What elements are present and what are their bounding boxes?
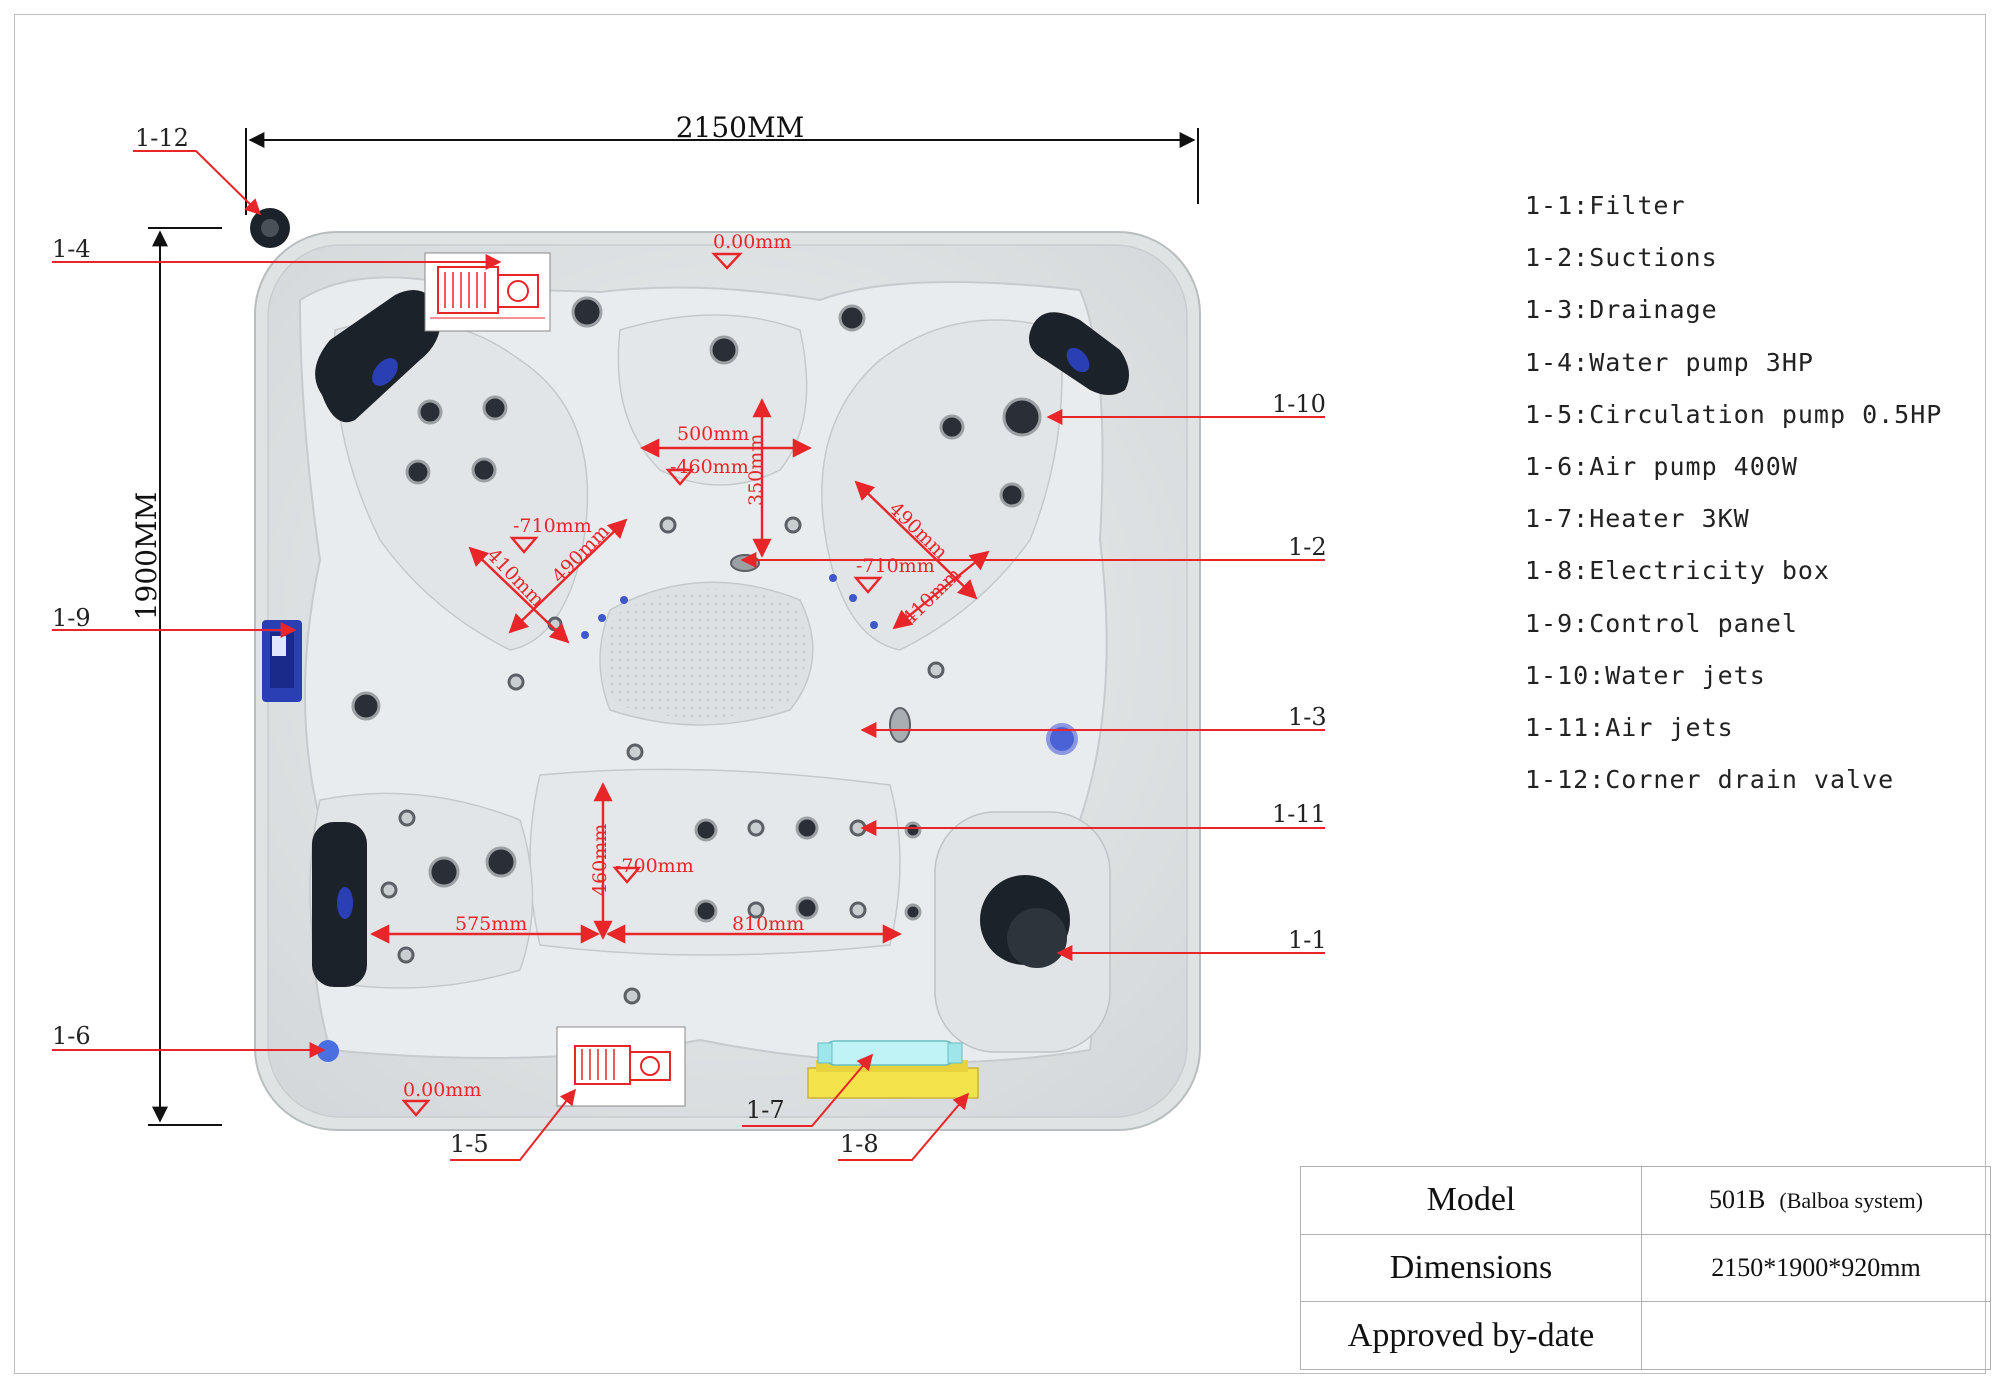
spec-table: Model 501B (Balboa system) Dimensions 215… bbox=[1300, 1166, 1991, 1370]
blue-jet-right bbox=[1046, 723, 1078, 755]
dimensions-value: 2150*1900*920mm bbox=[1641, 1233, 1991, 1303]
height-label: 1900MM bbox=[130, 492, 163, 621]
left-seat-step-label: -710mm bbox=[513, 515, 592, 537]
model-label: Model bbox=[1300, 1166, 1642, 1235]
back-depth-label: 350mm bbox=[745, 434, 767, 506]
headrest-right bbox=[1029, 312, 1129, 395]
level-label-bottom: 0.00mm bbox=[403, 1079, 481, 1101]
approved-label: Approved by-date bbox=[1300, 1301, 1642, 1370]
legend-item: 1-4:Water pump 3HP bbox=[1525, 347, 1814, 377]
heater bbox=[817, 1040, 963, 1066]
callout-1-7: 1-7 bbox=[746, 1096, 785, 1124]
model-value-cell: 501B (Balboa system) bbox=[1641, 1166, 1991, 1235]
legend-item: 1-12:Corner drain valve bbox=[1525, 765, 1895, 795]
back-width-label: 500mm bbox=[677, 423, 749, 445]
callout-1-1: 1-1 bbox=[1288, 926, 1327, 954]
water-pump-image bbox=[424, 252, 551, 332]
callout-1-11: 1-11 bbox=[1272, 800, 1326, 828]
air-jets bbox=[380, 516, 945, 1005]
lounger-depth-label: 460mm bbox=[589, 824, 611, 896]
callout-labels: 1-12 1-4 1-10 1-2 1-9 1-3 1-11 1-1 1-6 1… bbox=[52, 124, 1327, 1158]
callout-1-8: 1-8 bbox=[840, 1130, 879, 1158]
legend-item: 1-9:Control panel bbox=[1525, 608, 1798, 638]
circulation-pump-image bbox=[556, 1026, 686, 1107]
callout-1-10: 1-10 bbox=[1272, 390, 1326, 418]
approved-value bbox=[1641, 1301, 1991, 1370]
page-frame bbox=[14, 14, 1986, 1374]
spec-row-dimensions: Dimensions 2150*1900*920mm bbox=[1300, 1233, 1991, 1303]
lounger-step-label: -700mm bbox=[615, 855, 694, 877]
legend-item: 1-1:Filter bbox=[1525, 191, 1686, 220]
callout-1-2: 1-2 bbox=[1288, 533, 1327, 561]
width-label: 2150MM bbox=[676, 111, 805, 144]
callout-1-3: 1-3 bbox=[1288, 703, 1327, 731]
callout-1-12: 1-12 bbox=[135, 124, 189, 152]
internal-measurements bbox=[370, 252, 990, 1117]
suction-fitting bbox=[730, 554, 760, 572]
callout-1-6: 1-6 bbox=[52, 1022, 91, 1050]
legend-item: 1-3:Drainage bbox=[1525, 295, 1718, 325]
legend-item: 1-8:Electricity box bbox=[1525, 556, 1830, 586]
overall-width-dimension: 2150MM bbox=[245, 111, 1199, 215]
spec-row-model: Model 501B (Balboa system) bbox=[1300, 1166, 1991, 1235]
dimensions-label: Dimensions bbox=[1300, 1233, 1642, 1303]
spec-row-approved: Approved by-date bbox=[1300, 1301, 1991, 1370]
headrest-lower-left bbox=[312, 822, 367, 987]
lounger-left-label: 575mm bbox=[455, 913, 527, 935]
legend-item: 1-11:Air jets bbox=[1525, 712, 1734, 742]
callout-leaders bbox=[52, 150, 1325, 1161]
legend-item: 1-6:Air pump 400W bbox=[1525, 451, 1798, 481]
electricity-box bbox=[807, 1060, 979, 1099]
back-step-label: -460mm bbox=[670, 456, 749, 478]
legend-item: 1-10:Water jets bbox=[1525, 660, 1766, 690]
water-jets bbox=[351, 296, 1042, 923]
filter-unit bbox=[980, 875, 1070, 968]
component-legend: 1-1:Filter 1-2:Suctions 1-3:Drainage 1-4… bbox=[1525, 186, 1942, 812]
headrest-left bbox=[315, 290, 441, 423]
control-panel bbox=[262, 620, 302, 702]
level-label-top: 0.00mm bbox=[713, 231, 791, 253]
model-note: (Balboa system) bbox=[1779, 1188, 1923, 1214]
legend-item: 1-5:Circulation pump 0.5HP bbox=[1525, 399, 1943, 429]
corner-drain-valve bbox=[250, 208, 290, 248]
legend-item: 1-2:Suctions bbox=[1525, 243, 1718, 273]
callout-1-9: 1-9 bbox=[52, 604, 91, 632]
model-value: 501B bbox=[1709, 1185, 1766, 1215]
right-seat-step-label: -710mm bbox=[856, 555, 935, 577]
overall-height-dimension: 1900MM bbox=[130, 227, 222, 1126]
drainage-fitting bbox=[889, 707, 911, 743]
legend-item: 1-7:Heater 3KW bbox=[1525, 504, 1750, 534]
lounger-right-label: 810mm bbox=[732, 913, 804, 935]
callout-1-5: 1-5 bbox=[450, 1130, 489, 1158]
callout-1-4: 1-4 bbox=[52, 235, 91, 263]
